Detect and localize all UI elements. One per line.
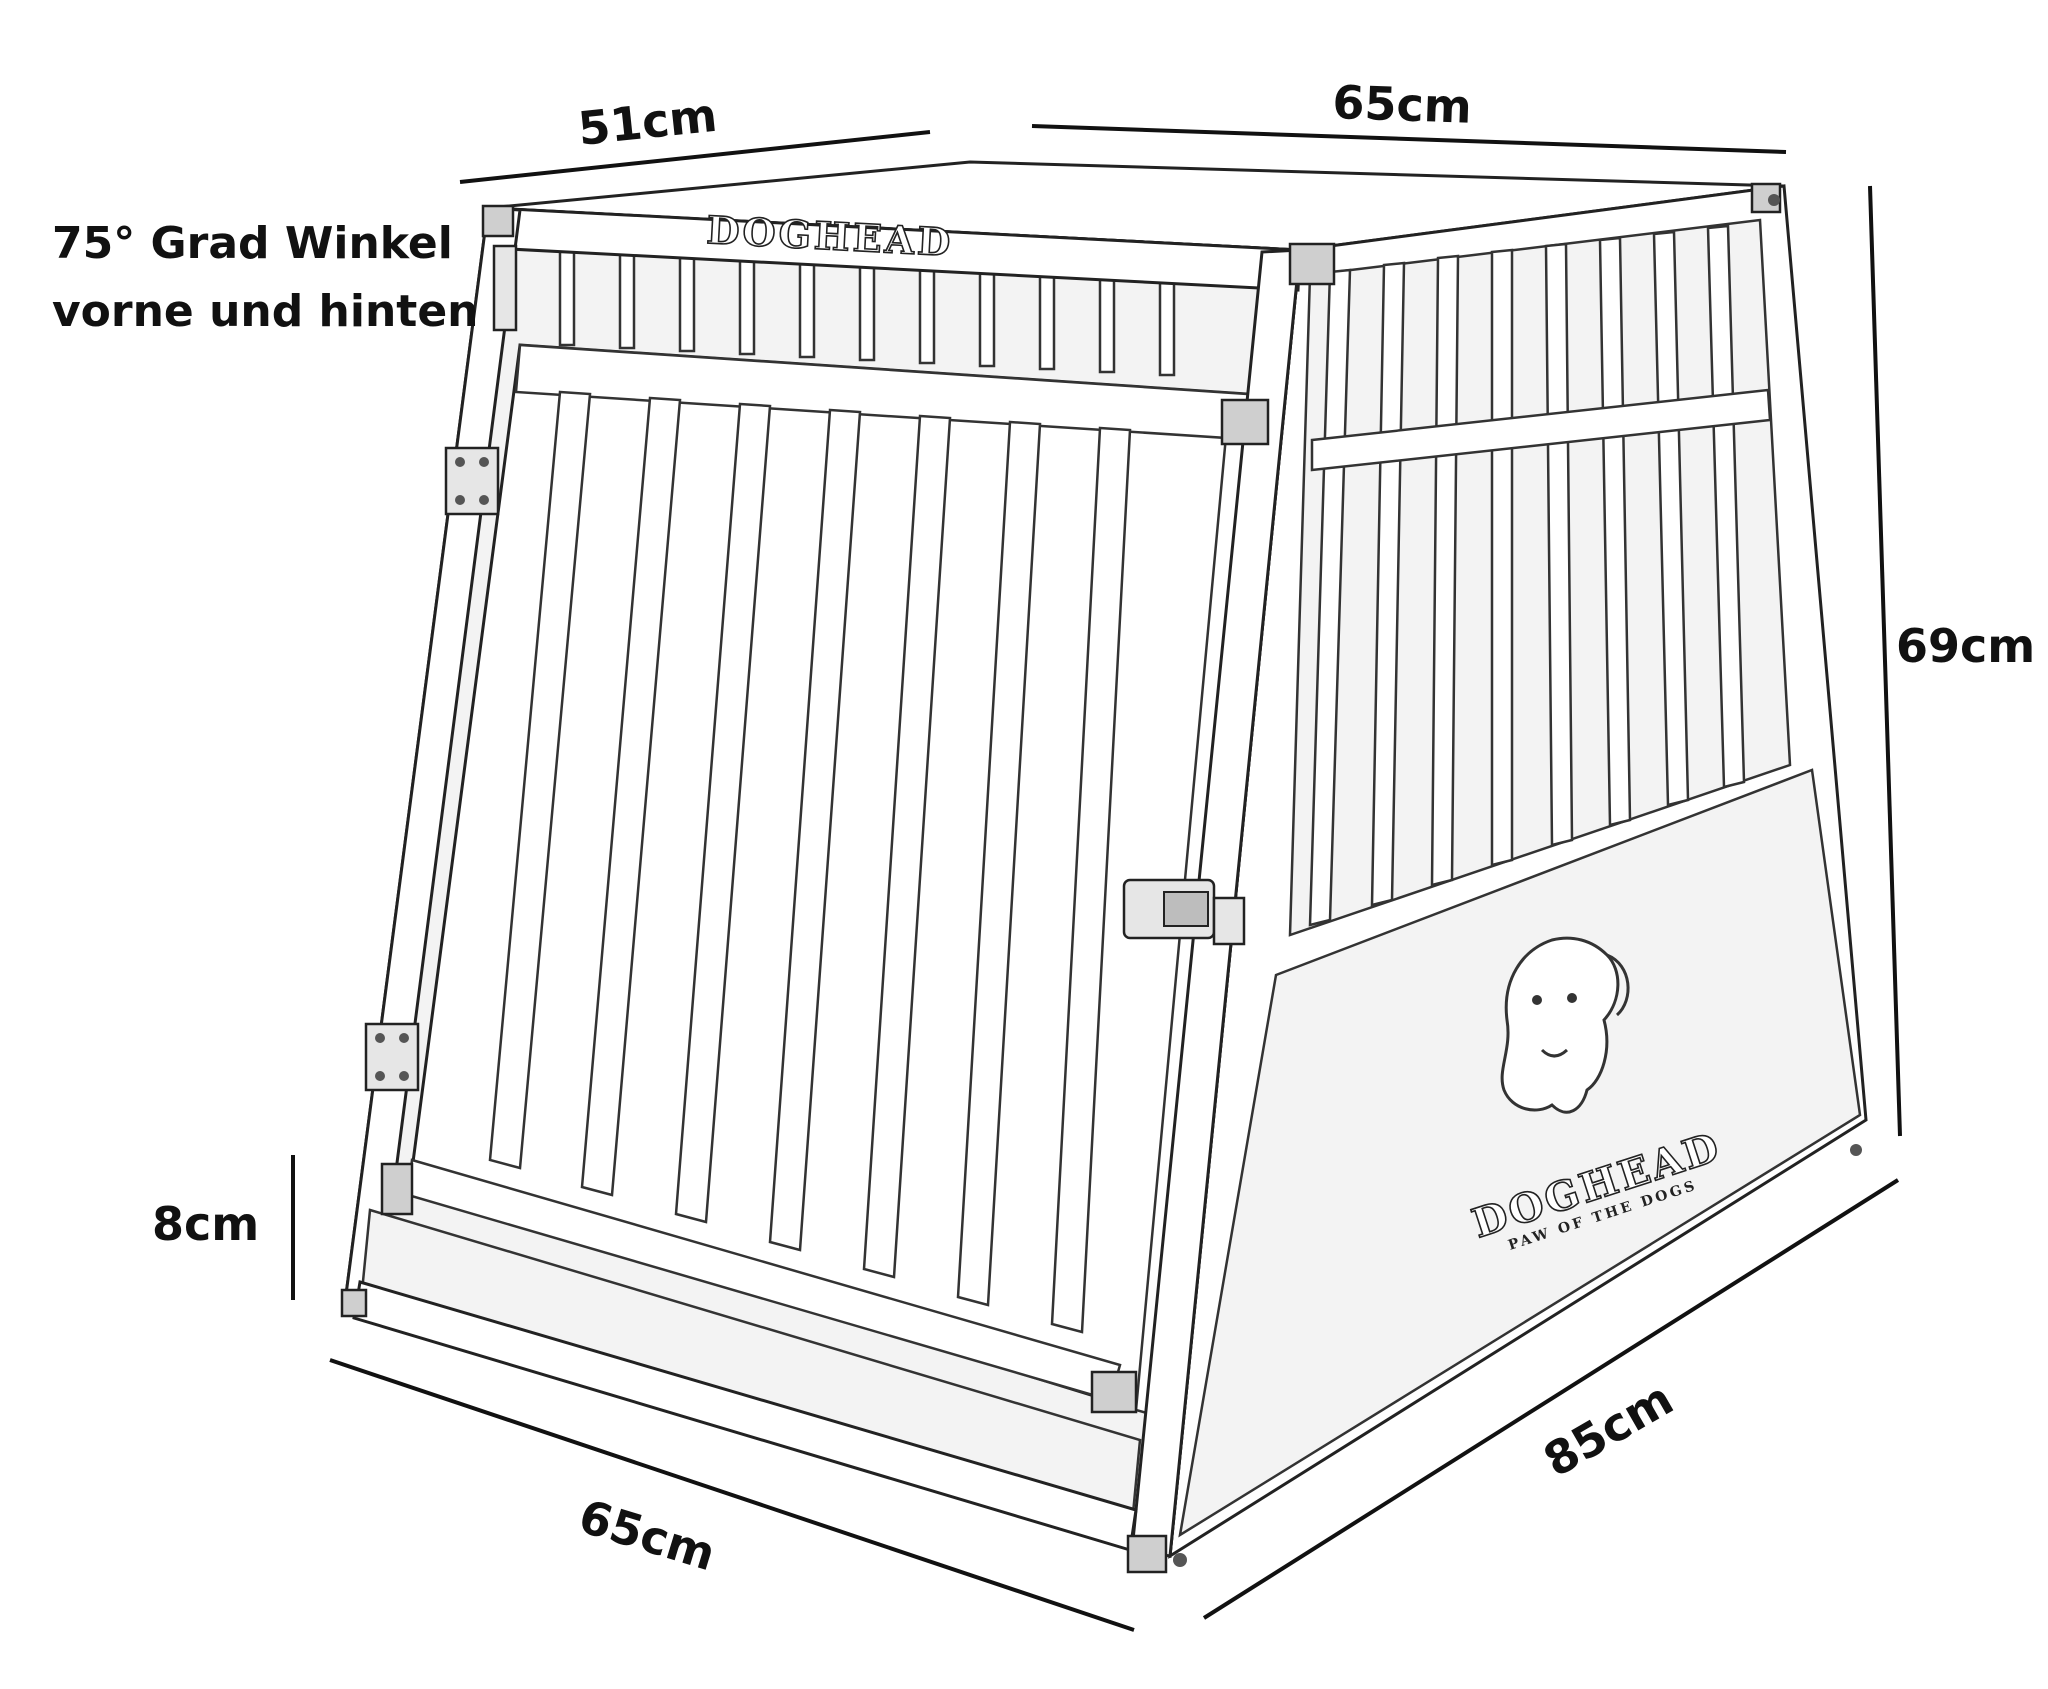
front-upper-bar [738, 257, 756, 356]
door-hinge-bottom [364, 1022, 420, 1092]
front-upper-bar [678, 254, 696, 353]
front-upper-bar [1158, 278, 1176, 377]
front-upper-bar [978, 269, 996, 368]
front-upper-bar [918, 266, 936, 365]
front-upper-bar [798, 260, 816, 359]
corner-block [1288, 242, 1336, 286]
angle-note: 75° Grad Winkel vorne und hinten [52, 218, 479, 337]
door-bar [768, 408, 862, 1252]
corner-block [1126, 1534, 1168, 1574]
side-bar [1490, 248, 1514, 867]
hinges [364, 244, 518, 1092]
side-bar [1706, 224, 1746, 789]
front-upper-bar [858, 263, 876, 362]
front-upper-bars [558, 248, 1176, 377]
corner-blocks [340, 182, 1862, 1574]
door-bar [1050, 426, 1132, 1334]
label-top-width: 65cm [1332, 75, 1473, 134]
door-bar [674, 402, 772, 1224]
side-bars [1308, 224, 1746, 927]
door-hinge-top [444, 446, 500, 516]
corner-block [340, 1288, 368, 1318]
dog-head-icon [1500, 936, 1630, 1114]
dim-line-bottom-width [329, 1358, 1135, 1632]
dim-line-top-front [459, 130, 931, 184]
label-floor-step: 8cm [152, 1197, 259, 1251]
crate: DOGHEAD PAW OF THE DOGS [340, 160, 1868, 1574]
corner-block [380, 1162, 414, 1216]
label-bottom-depth: 85cm [1535, 1371, 1683, 1487]
side-bar [1544, 242, 1574, 847]
front-upper-bar [558, 248, 576, 347]
door-bar [956, 420, 1042, 1307]
side-bar [1430, 254, 1460, 887]
side-bar [1308, 268, 1352, 927]
door-bar [862, 414, 952, 1279]
front-upper-bar [1038, 272, 1056, 371]
dim-line-top-width [1031, 124, 1787, 154]
door-bar [488, 390, 592, 1170]
dimension-lines [291, 124, 1902, 1632]
label-top-front-depth: 51cm [576, 88, 720, 156]
corner-block [481, 204, 515, 238]
corner-block [1220, 398, 1270, 446]
side-bar [1370, 261, 1406, 907]
side-top-rail [1310, 388, 1772, 472]
door-latch-icon [1122, 878, 1246, 946]
dim-line-bottom-depth [1202, 1178, 1900, 1620]
dim-line-height [1868, 185, 1902, 1137]
corner-bolt [1173, 1553, 1187, 1567]
door-bars [488, 390, 1132, 1334]
note-line-2: vorne und hinten [52, 286, 479, 337]
label-bottom-width: 65cm [573, 1489, 722, 1581]
corner-bolt [1768, 194, 1780, 206]
side-bar [1652, 230, 1690, 807]
side-bar [1598, 236, 1632, 827]
front-upper-bar [618, 251, 636, 350]
front-upper-bar [1098, 275, 1116, 374]
corner-bolt [1850, 1144, 1862, 1156]
door-bar [580, 396, 682, 1197]
label-height: 69cm [1896, 619, 2035, 673]
side-lower-panel [1178, 768, 1862, 1538]
corner-block [1090, 1370, 1138, 1414]
top-left-hinge-strip [492, 244, 518, 332]
note-line-1: 75° Grad Winkel [52, 218, 453, 269]
